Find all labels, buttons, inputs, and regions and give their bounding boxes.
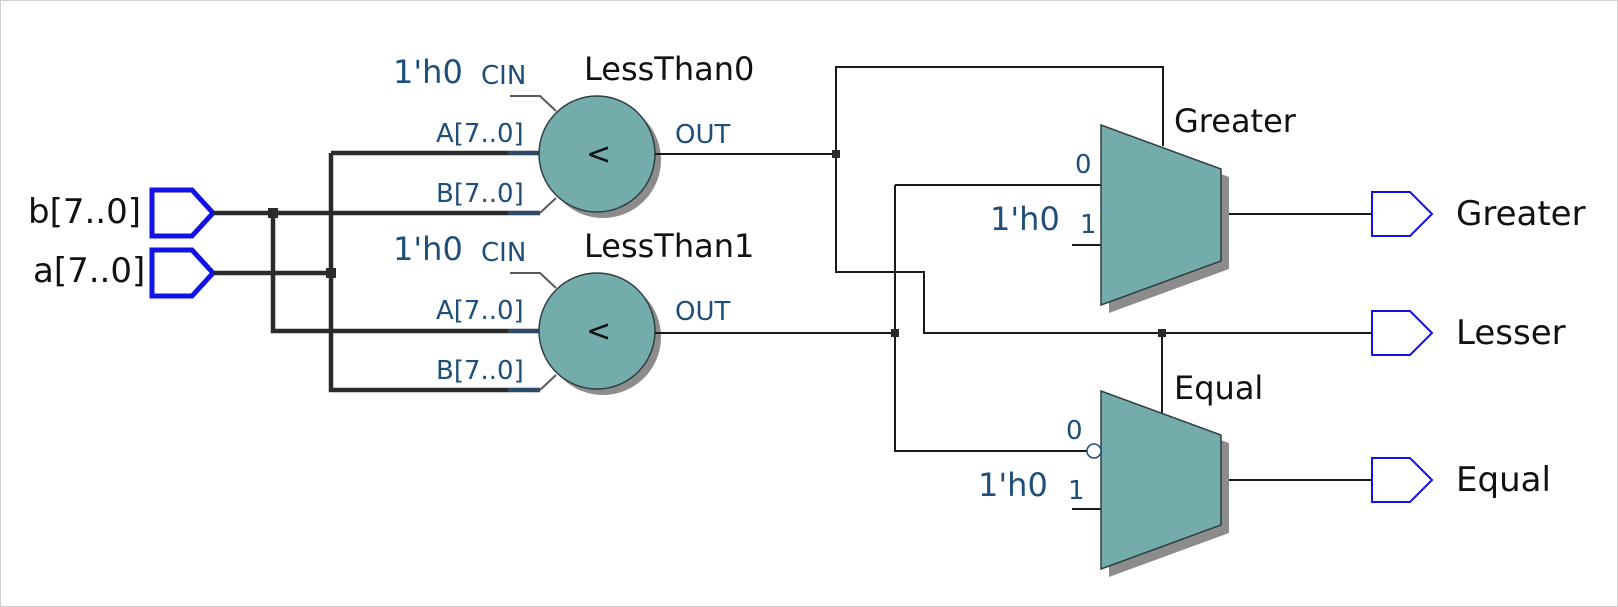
bus-junction	[268, 208, 278, 218]
output-label-lesser: Lesser	[1456, 313, 1566, 353]
mux-greater-name: Greater	[1174, 102, 1297, 140]
comparator-lessthan1-name: LessThan1	[584, 227, 754, 265]
comparator-lessthan1-symbol: <	[586, 314, 611, 349]
comparator-lessthan1[interactable]: < 1'h0 CIN A[7..0] B[7..0] OUT LessThan1	[393, 227, 754, 395]
input-port-b[interactable]	[149, 187, 217, 239]
wire-junction	[1158, 329, 1166, 337]
inverter-bubble	[1086, 443, 1102, 459]
mux-greater-const: 1'h0	[990, 200, 1060, 238]
comparator-lessthan1-cin-label: CIN	[481, 238, 526, 268]
input-label-a: a[7..0]	[33, 251, 145, 291]
input-label-b: b[7..0]	[28, 192, 141, 232]
mux-equal-sel0: 0	[1066, 416, 1083, 446]
comparator-lessthan1-out-pin: OUT	[675, 297, 730, 327]
comparator-lessthan0-symbol: <	[586, 137, 611, 172]
comparator-lessthan1-cin-value: 1'h0	[393, 230, 463, 268]
input-bus-wires	[213, 150, 540, 393]
bus-junction	[326, 268, 336, 278]
comparator-lessthan0-cin-label: CIN	[481, 61, 526, 91]
mux-equal-sel1: 1	[1068, 476, 1085, 506]
output-port-lesser[interactable]	[1371, 310, 1434, 356]
mux-greater-sel0: 0	[1075, 150, 1092, 180]
comparator-lessthan0-name: LessThan0	[584, 50, 754, 88]
comparator-lessthan0-cin-value: 1'h0	[393, 53, 463, 91]
mux-equal[interactable]: 0 1 1'h0 Equal	[978, 369, 1263, 577]
mux-greater[interactable]: 0 1 1'h0 Greater	[990, 102, 1297, 313]
output-label-greater: Greater	[1456, 194, 1586, 234]
output-port-greater[interactable]	[1371, 191, 1434, 237]
mux-greater-sel1: 1	[1080, 210, 1097, 240]
comparator-lessthan0-b-pin: B[7..0]	[436, 179, 524, 209]
comparator-lessthan0-a-pin: A[7..0]	[436, 119, 524, 149]
wire-junction	[832, 150, 840, 158]
output-port-equal[interactable]	[1371, 457, 1434, 503]
wire-junction	[891, 329, 899, 337]
comparator-lessthan1-a-pin: A[7..0]	[436, 296, 524, 326]
comparator-lessthan1-b-pin: B[7..0]	[436, 356, 524, 386]
output-label-equal: Equal	[1456, 460, 1551, 500]
comparator-lessthan0[interactable]: < 1'h0 CIN A[7..0] B[7..0] OUT LessThan0	[393, 50, 754, 218]
mux-equal-const: 1'h0	[978, 466, 1048, 504]
input-port-a[interactable]	[149, 247, 217, 299]
mux-equal-name: Equal	[1174, 369, 1263, 407]
comparator-lessthan0-out-pin: OUT	[675, 120, 730, 150]
signal-wires	[655, 66, 1372, 510]
